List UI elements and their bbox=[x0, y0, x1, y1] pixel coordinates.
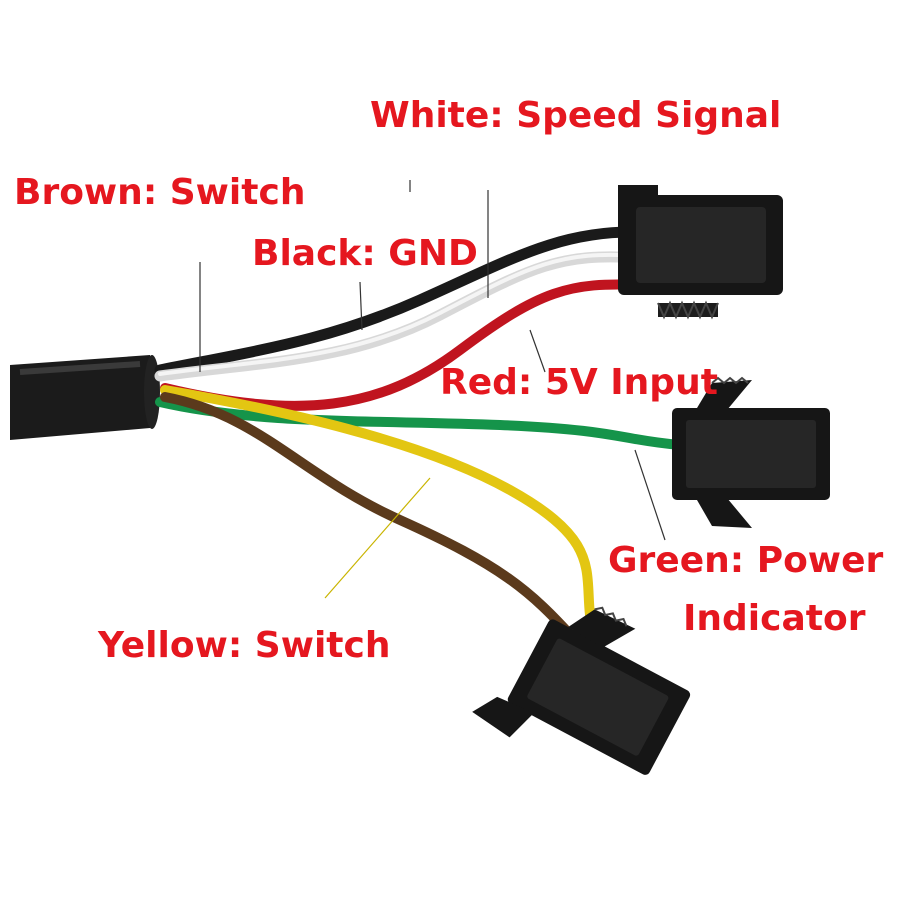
connector-icon-middle bbox=[672, 376, 830, 528]
wire-black bbox=[154, 226, 646, 376]
wire-yellow bbox=[160, 385, 595, 620]
leader-black-2 bbox=[359, 281, 363, 331]
connector-icon-top bbox=[618, 185, 783, 320]
label-green-wire-line2: Indicator bbox=[683, 598, 866, 639]
wire-green bbox=[155, 397, 685, 450]
leader-lines bbox=[199, 180, 666, 599]
label-red-wire: Red: 5V Input bbox=[440, 362, 718, 403]
label-brown-wire: Brown: Switch bbox=[14, 172, 306, 213]
cable-jacket bbox=[10, 355, 155, 440]
label-black-wire: Black: GND bbox=[252, 233, 478, 274]
leader-yellow bbox=[324, 477, 431, 599]
leader-red bbox=[529, 329, 546, 373]
wire-brown bbox=[160, 392, 580, 645]
cable-jacket-shine bbox=[19, 361, 141, 375]
label-green-wire-line1: Green: Power bbox=[608, 540, 884, 581]
label-white-wire: White: Speed Signal bbox=[370, 95, 782, 136]
leader-green bbox=[634, 449, 666, 541]
wire-white-highlight bbox=[158, 252, 642, 376]
cable-icon bbox=[10, 355, 160, 440]
wire-red bbox=[160, 279, 645, 411]
connector-icon-bottom bbox=[472, 606, 691, 775]
label-yellow-wire: Yellow: Switch bbox=[98, 625, 391, 666]
